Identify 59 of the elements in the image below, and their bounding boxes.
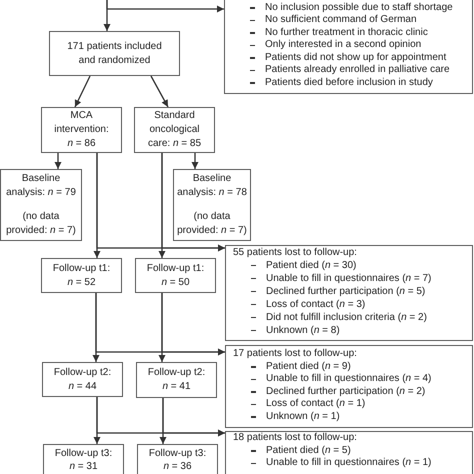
reason-text: Patient died (n = 30) xyxy=(266,259,356,272)
baseline-box xyxy=(173,169,251,241)
arrow xyxy=(150,76,169,108)
loss-to-follow-up-box xyxy=(225,431,473,474)
box-label: Follow-up t3: n = 31 xyxy=(54,447,114,473)
reason-text: Declined further participation (n = 5) xyxy=(266,285,426,298)
reason-text: Declined further participation (n = 2) xyxy=(266,386,426,398)
box-note: (no data provided: n = 7) xyxy=(5,210,77,238)
box-heading: 18 patients lost to follow-up: xyxy=(233,432,357,445)
follow-up-box xyxy=(43,444,124,474)
reason-text: Loss of contact (n = 1) xyxy=(266,398,366,411)
follow-up-box xyxy=(137,444,218,474)
reason-text: Unable to fill in questionnaires (n = 4) xyxy=(266,373,432,386)
arrow xyxy=(54,153,62,169)
box-label: Baseline analysis: n = 78 xyxy=(177,172,247,200)
follow-up-box xyxy=(136,362,217,398)
baseline-box xyxy=(0,169,82,241)
box-note: (no data provided: n = 7) xyxy=(177,210,247,238)
box-label: 171 patients included and randomized xyxy=(66,40,163,67)
loss-to-follow-up-box xyxy=(225,245,473,341)
box-heading: 17 patients lost to follow-up: xyxy=(233,348,357,361)
reason-text: Patient died (n = 9) xyxy=(266,360,351,374)
box-label: Follow-up t1: n = 52 xyxy=(52,262,112,290)
box-label: Follow-up t3: n = 36 xyxy=(148,447,208,473)
reason-text: Did not fulfill inclusion criteria (n = 2) xyxy=(266,311,427,324)
box-label: Follow-up t2: n = 44 xyxy=(52,366,112,394)
reason-text: Patients died before inclusion in study xyxy=(265,76,433,90)
reason-text: Patient died (n = 5) xyxy=(266,444,351,458)
box-label: MCA intervention: n = 86 xyxy=(53,109,110,151)
reason-text: No inclusion possible due to staff shortage xyxy=(265,2,453,14)
box-label: Standard oncological care: n = 85 xyxy=(146,109,202,151)
reason-text: Unknown (n = 8) xyxy=(266,324,340,337)
reason-text: No sufficient command of German xyxy=(265,14,417,27)
follow-up-box xyxy=(135,258,216,293)
follow-up-box xyxy=(41,258,122,293)
box-label: Follow-up t2: n = 41 xyxy=(146,366,206,394)
group-box xyxy=(134,107,215,153)
arrow xyxy=(192,153,198,169)
process-box xyxy=(49,31,180,76)
arrow xyxy=(161,293,225,356)
reason-text: Loss of contact (n = 3) xyxy=(266,298,366,311)
box-heading: 55 patients lost to follow-up: xyxy=(233,246,357,259)
box-label: Baseline analysis: n = 79 xyxy=(5,172,77,200)
reason-text: No further treatment in thoracic clinic xyxy=(265,26,428,40)
reason-text: Only interested in a second opinion xyxy=(265,39,422,52)
arrow xyxy=(74,76,91,108)
exclusion-reasons-box xyxy=(224,0,473,94)
reason-text: Patients did not show up for appointment xyxy=(265,52,446,64)
reason-text: Unknown (n = 1) xyxy=(266,410,340,424)
reason-text: Unable to fill in questionnaires (n = 1) xyxy=(266,457,432,470)
box-label: Follow-up t1: n = 50 xyxy=(146,262,206,290)
reason-text: Patients already enrolled in palliative care xyxy=(265,64,450,77)
arrow xyxy=(161,153,225,252)
group-box xyxy=(41,107,122,153)
follow-up-box xyxy=(42,362,123,397)
reason-text: Unable to fill in questionnaires (n = 7) xyxy=(266,272,432,285)
loss-to-follow-up-box xyxy=(225,345,473,428)
arrow xyxy=(162,398,225,436)
arrow xyxy=(106,0,224,12)
